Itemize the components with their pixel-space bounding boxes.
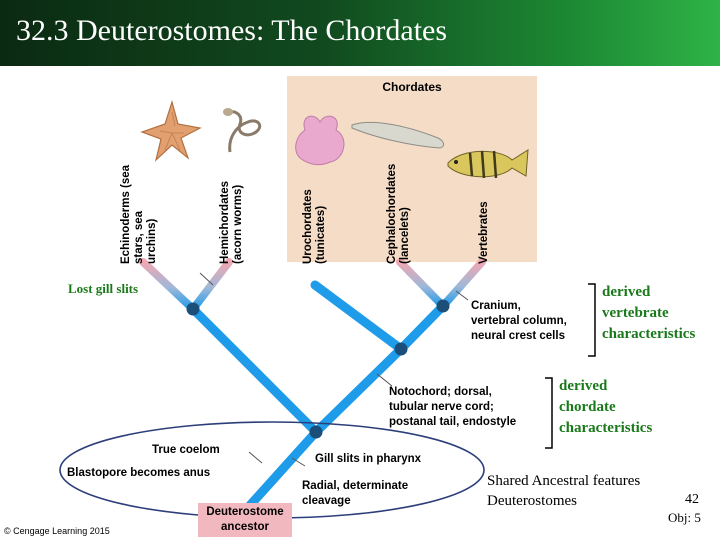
internal-branches	[188, 280, 448, 517]
vertebrate-bracket	[588, 283, 596, 357]
true-coelom-label: True coelom	[152, 444, 220, 456]
deuterostome-ancestor-box	[198, 503, 292, 537]
objective-label: Obj: 5	[668, 510, 701, 525]
gill-slits-pharynx-label: Gill slits in pharynx	[315, 453, 422, 465]
fish-illustration	[447, 149, 529, 179]
acorn-worm-illustration	[223, 108, 262, 153]
node-vertebrates	[436, 299, 450, 313]
taxon-label-cephalochordates: Cephalochordates(lancelets)	[386, 163, 411, 264]
sea-star-illustration	[140, 99, 202, 162]
title-bar: 32.3 Deuterostomes: The Chordates	[0, 0, 720, 66]
blastopore-label: Blastopore becomes anus	[67, 467, 211, 479]
node-chordates	[394, 342, 408, 356]
lancelet-illustration	[351, 121, 445, 149]
cranium-annotation: Cranium,vertebral column,neural crest ce…	[471, 300, 567, 342]
node-ambulacraria	[186, 302, 200, 316]
character-tick-marks	[199, 272, 469, 467]
copyright-notice: © Cengage Learning 2015	[4, 526, 110, 536]
chordates-group-label: Chordates	[382, 80, 442, 94]
tip-branches	[139, 258, 486, 313]
node-deuterostomes	[309, 425, 323, 439]
slide-title: 32.3 Deuterostomes: The Chordates	[16, 14, 448, 47]
chordate-bracket	[545, 377, 553, 449]
slide-number: 42	[685, 492, 699, 507]
taxon-label-vertebrates: Vertebrates	[478, 201, 490, 264]
taxon-label-hemichordates: Hemichordates(acorn worms)	[219, 180, 244, 264]
taxon-label-urochordates: Urochordates(tunicates)	[302, 189, 327, 264]
lost-gill-slits-label: Lost gill slits	[68, 281, 139, 296]
tunicate-illustration	[295, 115, 345, 166]
notochord-annotation: Notochord; dorsal,tubular nerve cord;pos…	[389, 386, 517, 428]
